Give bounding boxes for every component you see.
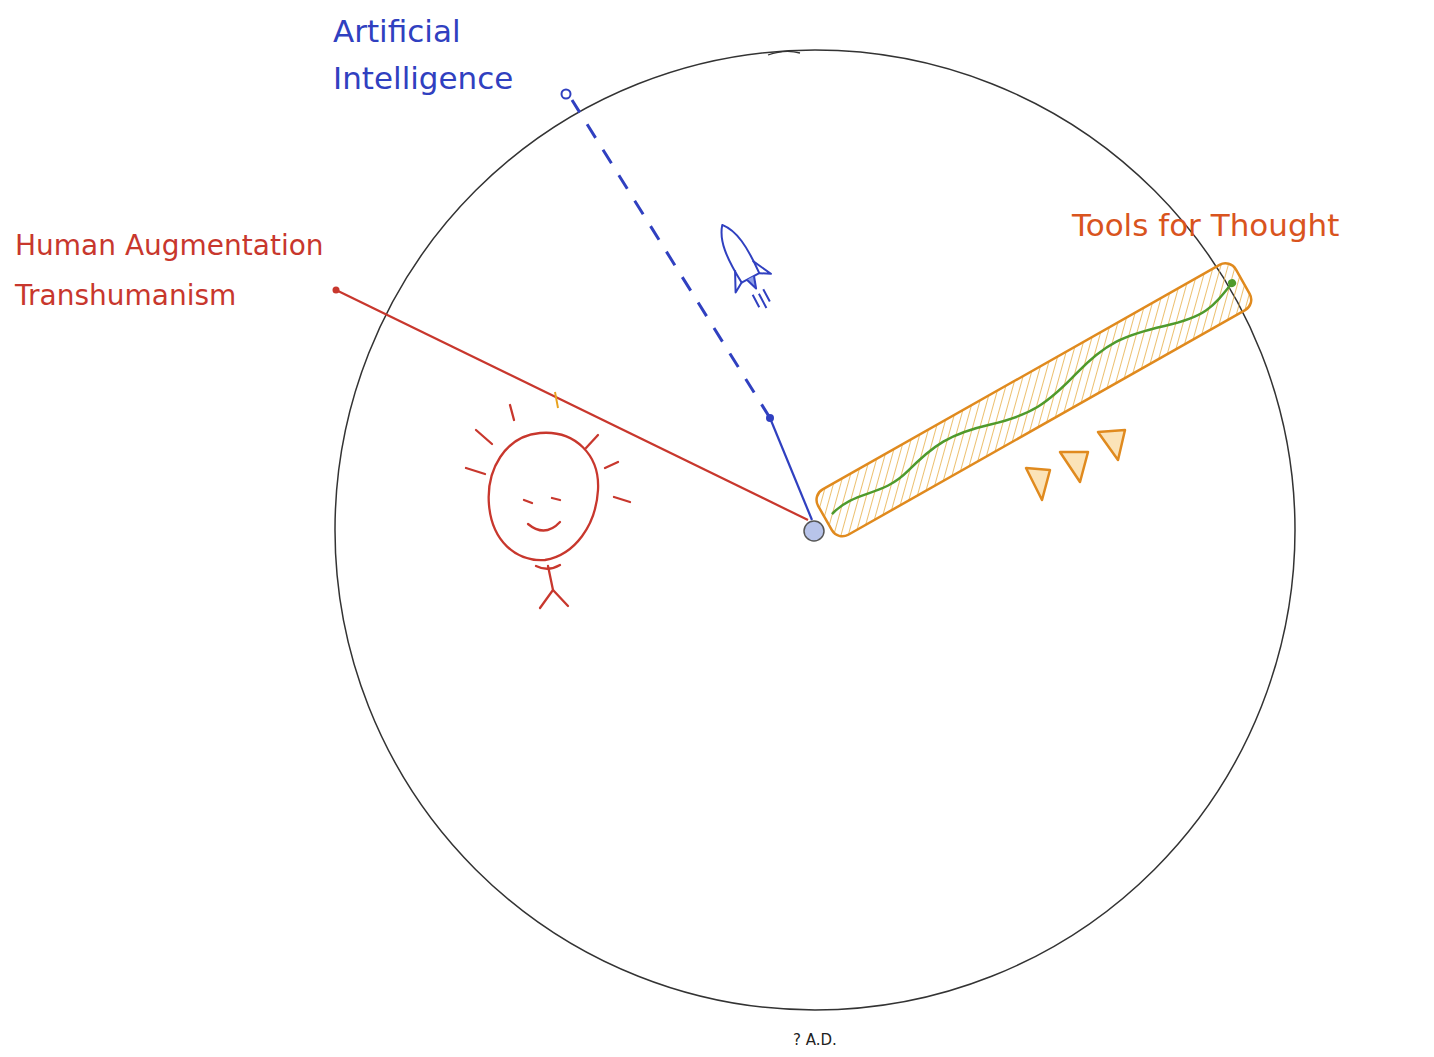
spark xyxy=(555,392,558,408)
augmentation-line xyxy=(336,290,808,520)
progress-triangles xyxy=(1026,430,1125,500)
transhumanism-label: Transhumanism xyxy=(15,278,236,313)
timeline-circle xyxy=(335,50,1295,1010)
tools-band xyxy=(812,259,1255,541)
thinking-person xyxy=(466,405,630,608)
augmentation-label: Human Augmentation xyxy=(15,228,324,263)
ai-line xyxy=(770,418,812,520)
now-point xyxy=(804,521,824,541)
circle-mark xyxy=(768,51,800,55)
rocket xyxy=(705,216,784,318)
date-label: ? A.D. xyxy=(793,1031,837,1050)
ai-dashed-line xyxy=(572,100,770,418)
line-end-dot xyxy=(333,287,340,294)
ai-label: Artificial Intelligence xyxy=(333,8,563,101)
ai-end xyxy=(562,90,571,99)
tools-label: Tools for Thought xyxy=(1072,206,1339,245)
